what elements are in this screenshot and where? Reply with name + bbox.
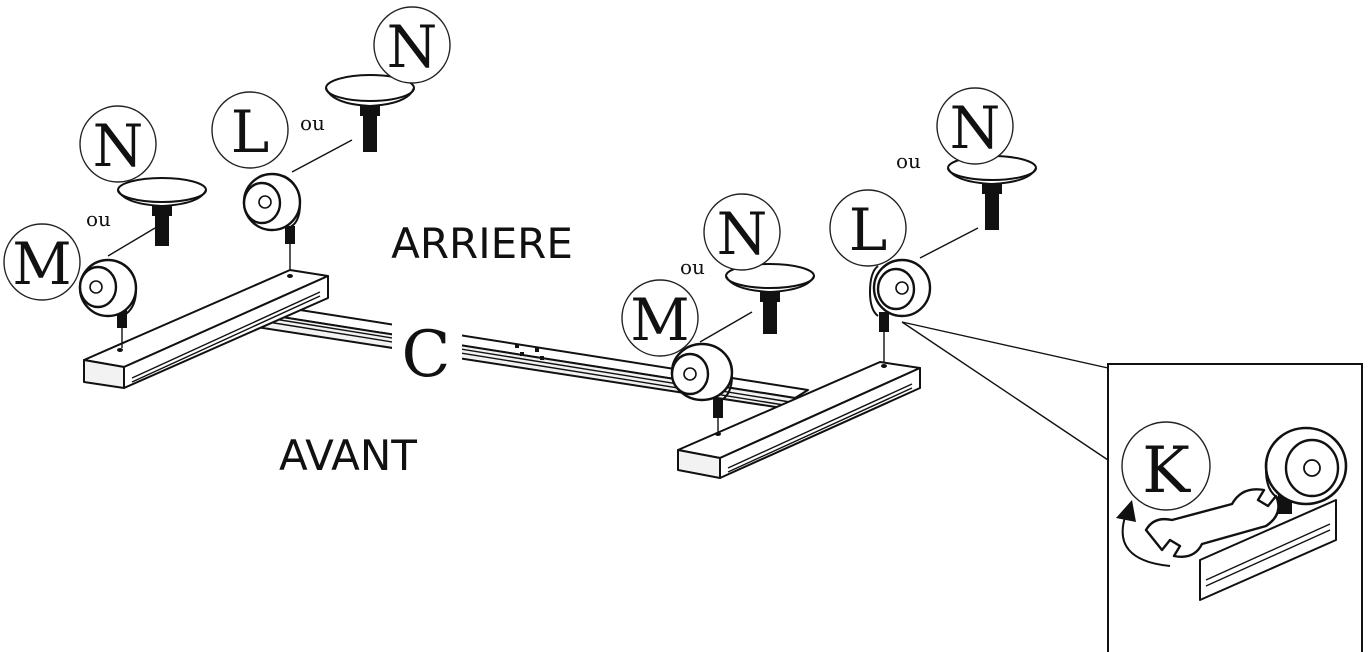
caster-m-right (670, 342, 734, 432)
caster-l-left (242, 172, 302, 270)
badge-l-label: L (849, 196, 888, 264)
badge-m-left: M (3, 223, 81, 301)
detail-inset: K (901, 321, 1363, 652)
leader-line (291, 139, 353, 173)
left-cross-beam (83, 269, 329, 389)
wrench-icon (1144, 488, 1280, 558)
or-label: ou (896, 149, 921, 173)
caster-m-left (78, 258, 138, 348)
badge-l-left: L (211, 91, 289, 169)
foot-n-left-rear (325, 74, 415, 152)
rear-label: ARRIERE (391, 219, 573, 268)
part-c-label: C (392, 316, 462, 392)
badge-n-label: N (717, 200, 768, 268)
badge-n-label: N (950, 94, 1001, 162)
center-beam (249, 303, 809, 411)
inset-caster (1264, 426, 1348, 514)
badge-n-right: N (703, 193, 781, 271)
badge-m-label: M (12, 230, 71, 298)
foot-n-right (725, 263, 815, 334)
leader-line (699, 311, 753, 343)
rotation-arrow-icon (1116, 500, 1171, 567)
leader-line (919, 227, 979, 259)
inset-beam (1199, 499, 1337, 601)
foot-n-right-rear (947, 155, 1037, 230)
badge-n-label: N (93, 112, 144, 180)
badge-m-label: M (630, 286, 689, 354)
tool-part-label: K (1142, 434, 1191, 508)
leader-line (107, 227, 156, 257)
front-label: AVANT (279, 431, 417, 480)
badge-l-right: L (829, 189, 907, 267)
badge-k: K (1121, 421, 1211, 511)
or-label: ou (300, 111, 325, 135)
frame-part-label: C (402, 318, 451, 392)
or-label: ou (86, 207, 111, 231)
right-cross-beam (677, 361, 921, 479)
foot-n-left (117, 177, 207, 246)
badge-n-right-rear: N (936, 87, 1014, 165)
badge-n-left: N (79, 105, 157, 183)
badge-n-label: N (387, 13, 438, 81)
badge-n-left-rear: N (373, 6, 451, 84)
or-label: ou (680, 255, 705, 279)
base-frame (83, 269, 921, 479)
badge-l-label: L (231, 98, 270, 166)
caster-l-right (868, 258, 932, 362)
badge-m-right: M (621, 279, 699, 357)
